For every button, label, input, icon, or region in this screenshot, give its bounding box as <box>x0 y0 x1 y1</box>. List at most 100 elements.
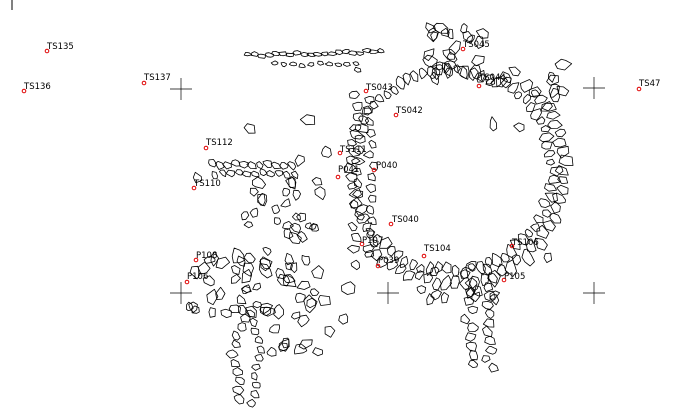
stone-outline <box>499 71 512 84</box>
stone-outline <box>544 192 558 203</box>
survey-point-label: P105 <box>504 272 525 282</box>
stone-outline <box>288 231 302 245</box>
survey-point: TS104 <box>421 244 451 259</box>
stone-outline <box>230 359 241 367</box>
stone-outline <box>232 367 244 377</box>
stone-outline <box>366 230 375 240</box>
survey-point-label: TS043 <box>365 83 393 93</box>
survey-point-marker-icon <box>501 277 507 283</box>
stone-outline <box>347 50 358 56</box>
stone-outline <box>514 91 522 100</box>
stone-outline <box>233 394 245 405</box>
stone-outline <box>306 52 316 57</box>
survey-point: P039 <box>375 256 399 269</box>
stone-outline <box>220 308 232 319</box>
stone-outline <box>541 102 557 112</box>
survey-point-marker-icon <box>393 112 399 118</box>
stone-outline <box>311 177 323 186</box>
stone-outline <box>243 52 253 57</box>
stone-outline <box>291 212 301 221</box>
stone-outline <box>289 222 302 233</box>
survey-point-label: TS044 <box>478 73 506 83</box>
stone-outline <box>444 67 454 79</box>
survey-point: P040 <box>371 161 397 173</box>
survey-point-label: TS106 <box>511 238 539 248</box>
stone-outline <box>520 79 534 93</box>
survey-point: TS106 <box>509 238 539 249</box>
stone-outline <box>287 161 297 171</box>
stone-outline <box>362 222 373 233</box>
stone-outline <box>543 150 556 158</box>
stone-outline <box>188 301 198 313</box>
stone-outline <box>446 51 458 63</box>
stone-outline <box>346 155 361 165</box>
grid-crosses <box>170 77 605 304</box>
grid-cross-icon <box>170 78 192 100</box>
stone-outline <box>271 51 280 56</box>
stone-outline <box>367 172 376 182</box>
stone-outline <box>231 247 245 264</box>
stone-outline <box>241 170 252 178</box>
stone-outline <box>531 89 541 98</box>
stone-outline <box>317 295 331 306</box>
stone-outline <box>266 346 277 357</box>
survey-point: P108 <box>193 251 217 263</box>
stone-outline <box>235 376 245 386</box>
stone-outline <box>476 74 486 83</box>
stone-outline <box>463 296 475 306</box>
stone-outline <box>203 255 216 264</box>
stone-outline <box>418 67 428 80</box>
stone-outline <box>282 220 294 231</box>
stone-outline <box>540 125 551 133</box>
survey-point: P041 <box>335 165 359 180</box>
survey-point-marker-icon <box>460 46 466 52</box>
survey-point-label: TS111 <box>339 145 367 155</box>
stone-outline <box>231 330 241 341</box>
stone-outline <box>234 169 244 176</box>
stone-outline <box>507 82 520 94</box>
stone-outline <box>262 306 272 317</box>
stone-outline <box>290 262 298 274</box>
stone-outline <box>543 252 552 264</box>
stone-outline <box>245 309 255 318</box>
stone-outline <box>276 273 291 287</box>
stone-outline <box>347 139 357 147</box>
stone-outline <box>251 176 267 189</box>
stone-outline <box>242 262 255 277</box>
survey-point-marker-icon <box>421 253 427 259</box>
stone-outline <box>294 343 308 355</box>
stone-outline <box>473 285 483 297</box>
stone-outline <box>402 270 416 281</box>
stone-outline <box>554 128 567 138</box>
stone-outline <box>280 62 287 68</box>
stone-outline <box>306 297 317 309</box>
stone-outline <box>208 307 216 318</box>
stone-outline <box>282 187 291 197</box>
stone-outline <box>347 221 358 232</box>
stone-outline <box>341 281 356 295</box>
stone-outline <box>465 341 477 352</box>
stone-outline <box>312 347 323 357</box>
stone-outline <box>320 51 329 57</box>
stone-outline <box>482 325 493 338</box>
stone-outline <box>484 256 493 268</box>
stone-outline <box>409 259 419 271</box>
stone-outline <box>434 261 443 274</box>
stone-outline <box>250 327 260 336</box>
grid-cross-icon <box>583 282 605 304</box>
stone-outline <box>534 94 548 105</box>
stone-outline <box>414 270 425 281</box>
stone-outline <box>523 94 532 105</box>
stone-outline <box>282 170 291 179</box>
survey-point-marker-icon <box>359 241 365 247</box>
stone-outline <box>290 311 301 320</box>
stone-outline <box>338 313 349 325</box>
stone-outline <box>546 74 559 86</box>
stone-outline <box>352 101 363 111</box>
stone-outline <box>453 64 461 74</box>
stone-outline <box>548 174 562 184</box>
stone-outline <box>367 216 377 225</box>
stone-outline <box>469 349 479 361</box>
stone-outline <box>283 228 294 240</box>
